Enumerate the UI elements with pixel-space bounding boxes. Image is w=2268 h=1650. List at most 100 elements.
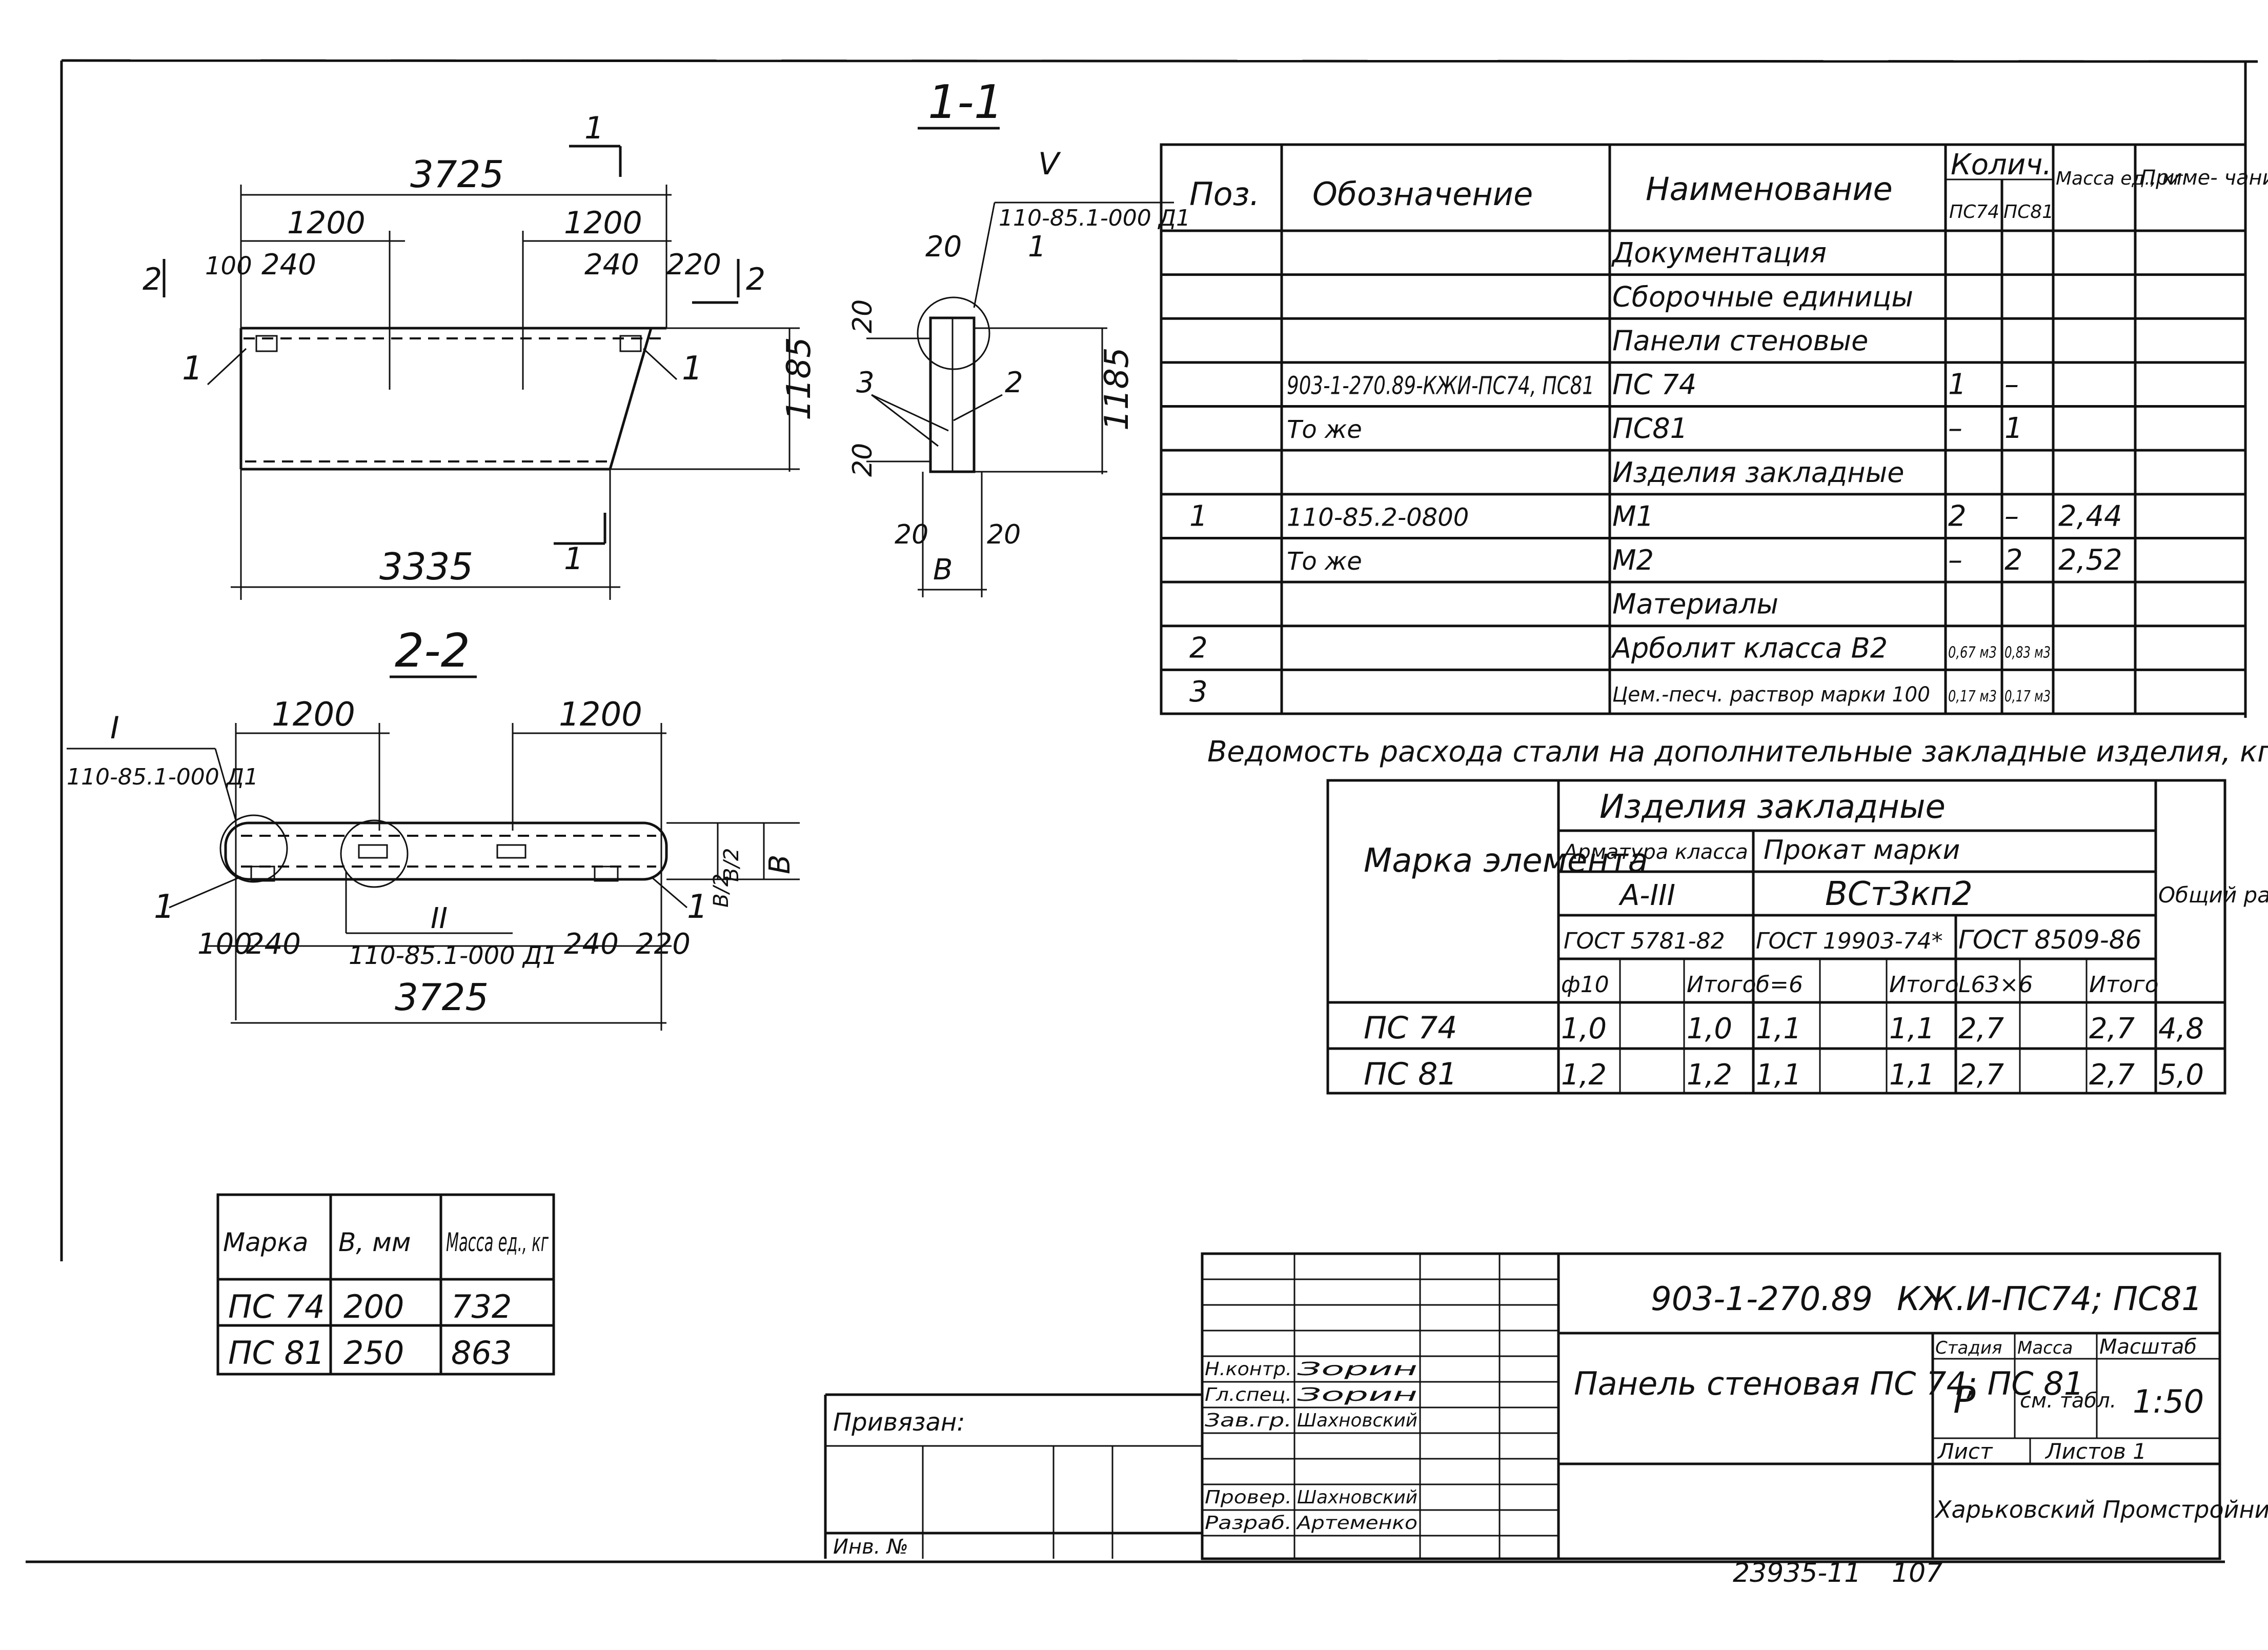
steel-sub-col: Итого [1889,972,1959,998]
spec-row-designation: То же [1287,547,1362,576]
bound-label: Привязан: [833,1408,965,1437]
dim-2-2-220: 220 [636,928,691,961]
sheet-code: КЖ.И-ПС74; ПС81 [1897,1280,2202,1318]
mass-cell: 732 [451,1288,512,1325]
spec-row-qty-pc81: 0,17 м3 [2004,688,2051,706]
dim-2-2-240-left: 240 [246,928,301,961]
spec-row-designation: 903-1-270.89-КЖИ-ПС74, ПС81 [1287,372,1594,400]
steel-a3: А-III [1618,879,1675,912]
dim-height-1185: 1185 [780,337,818,420]
steel-mark-header: Марка элемента [1364,842,1648,880]
steel-gost1: ГОСТ 5781-82 [1564,928,1725,954]
mass-cell: ПС 74 [228,1288,325,1325]
section-2-2-title: 2-2 [395,624,470,678]
spec-row-name: М1 [1612,500,1654,532]
steel-armatura: Арматура класса [1562,840,1748,864]
spec-row-name: М2 [1612,544,1654,576]
dim-2-2-left-1200: 1200 [272,696,355,734]
spec-table: Поз. Обозначение Наименование Колич. ПС7… [1160,143,2268,715]
dim-right-1200: 1200 [564,205,642,241]
mass-cell: 250 [343,1334,404,1372]
section-1-1-pos-1: 1 [1028,230,1046,264]
steel-row-cell: 1,1 [1756,1058,1801,1092]
pos-left-1: 1 [182,350,203,388]
dim-2-2-overall: 3725 [395,976,489,1019]
spec-row-qty-pc81: 2 [2004,544,2023,577]
steel-row-cell: 2,7 [1958,1058,2004,1092]
leader-2: 2 [1005,366,1023,399]
spec-row-name: Панели стеновые [1612,325,1868,357]
steel-row-cell: 2,7 [1958,1012,2004,1045]
dim-right-220: 220 [666,248,721,281]
spec-row-qty-pc74: 0,17 м3 [1948,688,1997,706]
page-number: 107 [1892,1558,1942,1588]
steel-row-mark: ПС 74 [1364,1010,1457,1046]
steel-sub-col: Итого [1687,972,1756,998]
spec-row-mass: 2,44 [2058,499,2122,533]
cut-2-right: 2 [746,261,765,297]
sheets-label: Листов 1 [2044,1439,2146,1464]
steel-row-cell: 1,1 [1756,1012,1801,1045]
spec-header-designation: Обозначение [1312,175,1533,213]
dim-left-240: 240 [261,248,316,281]
dim-20-bottom-left: 20 [895,519,928,550]
spec-row-qty-pc74: 1 [1948,368,1967,401]
spec-row-name: Сборочные единицы [1612,280,1913,313]
spec-row-mass: 2,52 [2058,544,2122,577]
mass-label: Масса [2017,1338,2073,1358]
steel-prokat: Прокат марки [1764,835,1960,866]
dim-right-240: 240 [584,248,639,281]
dim-2-2-right-1200: 1200 [559,696,642,734]
steel-row-cell: 1,0 [1687,1012,1732,1045]
role-label: Провер. [1205,1487,1292,1508]
steel-row-total: 5,0 [2158,1058,2204,1092]
title-block: 903-1-270.89 КЖ.И-ПС74; ПС81 Панель стен… [824,1252,2268,1588]
spec-row-designation: 110-85.2-0800 [1287,503,1469,532]
dim-b-section-1-1: B [933,553,953,587]
spec-row-qty-pc74: – [1948,544,1962,577]
steel-sub-col: L63×6 [1958,972,2033,998]
role-label: Разраб. [1205,1513,1292,1534]
spec-row-pos: 1 [1189,499,1208,533]
role-name: Шахновский [1297,1487,1417,1508]
mass-header: Масса ед., кг [446,1228,549,1257]
elevation-view: 3725 1200 1200 100 240 240 220 2 2 1 [143,110,818,600]
drawing-title: Панель стеновая ПС 74; ПС 81 [1574,1365,2084,1402]
archive-number: 23935-11 [1733,1558,1861,1588]
role-name: Зорин [1297,1384,1417,1405]
doc-code: 903-1-270.89 [1651,1280,1873,1318]
pos-right-1: 1 [682,350,703,388]
mass-header: В, мм [338,1228,411,1257]
node-ref-i: 110-85.1-000 Д1 [67,764,258,790]
scale-value: 1:50 [2133,1383,2204,1420]
stage-label: Стадия [1935,1338,2002,1358]
organization: Харьковский Промстройниипроект [1934,1496,2268,1523]
leader-3: 3 [856,366,875,399]
node-mark-ii: II [431,902,448,935]
spec-header-qty: Колич. [1951,148,2052,182]
role-label: Н.контр. [1205,1359,1292,1380]
dim-20-top: 20 [925,230,962,264]
spec-row-qty-pc81: 0,83 м3 [2004,643,2051,661]
steel-row-cell: 1,1 [1889,1058,1935,1092]
dim-1185-section: 1185 [1098,347,1136,431]
section-1-1-title: 1-1 [928,75,1003,129]
steel-gost2: ГОСТ 19903-74* [1756,928,1943,954]
spec-header-name: Наименование [1646,170,1893,208]
sheet-label: Лист [1937,1439,1993,1464]
mass-cell: 200 [343,1288,404,1325]
spec-row-pos: 3 [1189,675,1208,709]
role-label: Зав.гр. [1205,1410,1292,1431]
spec-header-mass: Масса ед., кг [2056,168,2183,189]
steel-table-title: Ведомость расхода стали на дополнительны… [1207,735,2268,769]
steel-group-header: Изделия закладные [1599,788,1946,826]
steel-row-mark: ПС 81 [1364,1056,1457,1092]
role-label: Гл.спец. [1205,1384,1292,1405]
steel-sub-col: Итого [2089,972,2159,998]
spec-row-name: ПС 74 [1612,369,1696,401]
cut-1-bottom: 1 [564,541,583,577]
cut-2-left: 2 [143,261,162,297]
role-name: Зорин [1297,1359,1417,1380]
spec-header-qty-pc74: ПС74 [1949,202,1999,223]
